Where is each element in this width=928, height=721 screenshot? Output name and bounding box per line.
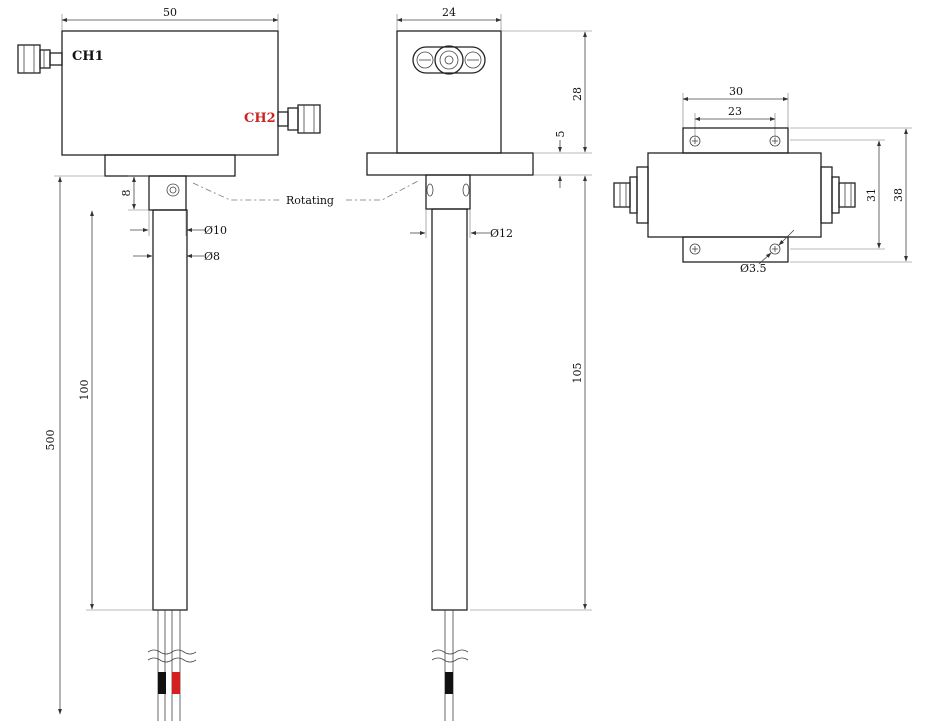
bottom-view: 30 23 [613,85,912,275]
dimension-bottom-body-height: 31 [790,139,885,250]
dim-label-hole-diameter: Ø3.5 [740,262,767,275]
dim-label-bottom-outer-width: 30 [729,85,743,98]
dimension-side-width: 24 [396,6,502,30]
dim-label-total-length: 500 [44,430,57,451]
dim-label-bottom-flange-height: 38 [892,188,905,202]
dim-label-bottom-body-height: 31 [865,188,878,202]
dim-label-shaft-diameter: Ø8 [204,250,220,263]
dimension-total-length: 500 [44,175,105,715]
sma-connector-icon [412,45,486,75]
bottom-lower-flange [682,236,789,263]
dim-label-side-shaft-diameter: Ø12 [490,227,513,240]
dimension-side-shaft-diameter: Ø12 [410,209,513,240]
dim-label-shaft-length: 100 [78,380,91,401]
dimension-front-width: 50 [61,6,279,30]
dim-label-rotor-diameter: Ø10 [204,224,227,237]
bottom-body [647,152,822,238]
rotating-callout: Rotating [192,179,421,207]
dim-label-width: 50 [163,6,177,19]
front-view: 50 CH1 CH2 [17,6,321,721]
ch2-connector [277,104,321,134]
side-shaft [431,208,468,611]
dimension-collar-height: 8 [120,175,149,211]
dimension-hole-diameter: Ø3.5 [740,229,795,275]
bottom-right-connector [820,166,856,224]
dimension-bottom-outer-width: 30 [682,85,789,128]
dim-label-flange-thickness: 5 [554,131,567,138]
bottom-top-flange [682,127,789,154]
dimension-shaft-diameter: Ø8 [133,250,220,263]
wire-sleeve-black [158,672,166,694]
dim-label-bottom-hole-spacing: 23 [728,105,742,118]
side-housing [396,30,502,154]
ch1-connector [17,44,63,74]
side-wires [431,610,469,721]
mounting-hole-icon [689,135,781,255]
wire-sleeve-black [445,672,453,694]
front-flange [104,154,236,177]
dimension-bottom-flange-height: 38 [790,127,912,263]
rotating-label: Rotating [286,194,334,207]
side-view: 24 28 5 [366,6,592,721]
ch2-label: CH2 [244,111,276,126]
dim-label-side-shaft-length: 105 [571,363,584,384]
front-wires [147,610,197,721]
dimension-bottom-hole-spacing: 23 [694,105,776,138]
dim-label-collar: 8 [120,190,133,197]
dim-label-side-width: 24 [442,6,456,19]
dimension-rotor-diameter: Ø10 [130,210,227,237]
set-screw-icon [166,183,180,197]
dim-label-side-height: 28 [571,87,584,101]
front-shaft [152,209,188,611]
wire-sleeve-red [172,672,180,694]
dimension-side-shaft-length: 105 [470,175,592,611]
dimension-shaft-length: 100 [78,210,153,611]
bottom-left-connector [613,166,649,224]
dimension-side-height: 28 [501,30,592,154]
dimension-flange-thickness: 5 [533,131,592,188]
side-flange [366,152,534,176]
ch1-label: CH1 [72,49,104,64]
